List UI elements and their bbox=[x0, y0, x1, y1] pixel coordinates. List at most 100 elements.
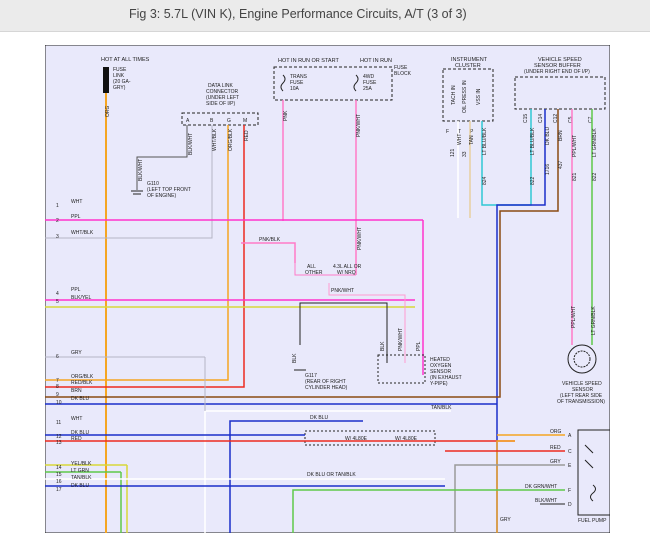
blk-g117-label: BLK bbox=[292, 353, 298, 363]
tan-blk-label: TAN/BLK bbox=[431, 405, 452, 411]
left-row-wire-label: GRY bbox=[71, 350, 82, 356]
blk-wht-right-label: BLK/WHT bbox=[535, 498, 557, 504]
dlc-label-4: SIDE OF I/P) bbox=[206, 101, 236, 107]
left-row-wire-label: RED/BLK bbox=[71, 380, 93, 386]
hot-in-run-label: HOT IN RUN bbox=[360, 58, 392, 64]
fuse-link-label: FUSE bbox=[113, 67, 127, 73]
trans-fuse-label: TRANS bbox=[290, 74, 308, 80]
left-row-wire-label: BRN bbox=[71, 388, 82, 394]
fuel-pump-relay-symbol bbox=[584, 444, 596, 502]
ic-pin-t: T bbox=[458, 129, 461, 135]
c437-label: 437 bbox=[558, 160, 564, 169]
dlc-pin-m: M bbox=[243, 118, 247, 124]
dlc-pin-b: B bbox=[210, 118, 214, 124]
ic-vss-pin: VSS IN bbox=[476, 88, 482, 105]
w480e-label-2: W/ 4L80E bbox=[395, 436, 418, 442]
fp-pin-f: F bbox=[568, 488, 571, 494]
dk-blu-top-wire bbox=[496, 109, 546, 533]
blk-o2-label: BLK bbox=[380, 341, 386, 351]
g110-label-2: (LEFT TOP FRONT bbox=[147, 187, 191, 193]
left-row-number: 17 bbox=[56, 487, 62, 493]
brn-top-wire bbox=[45, 109, 559, 398]
left-row-wire-label: PPL bbox=[71, 287, 81, 293]
left-row-wire-label: LT GRN bbox=[71, 468, 89, 474]
pnk-wht-2-label: PNK/WHT bbox=[331, 288, 354, 294]
pnk-branch-wire bbox=[294, 263, 356, 276]
gry-right-label: GRY bbox=[550, 459, 561, 465]
fuse-block-label: FUSE bbox=[394, 65, 408, 71]
g117-label: G117 bbox=[305, 373, 317, 379]
left-row-wire-label: BLK/YEL bbox=[71, 295, 92, 301]
instrument-cluster-label: INSTRUMENT bbox=[451, 57, 488, 63]
left-row-number: 14 bbox=[56, 465, 62, 471]
ho2s-label-5: Y-PIPE) bbox=[430, 381, 448, 387]
left-row-number: 5 bbox=[56, 299, 59, 305]
org-blk-dlc-label: ORG/BLK bbox=[228, 128, 234, 151]
4wd-fuse-symbol bbox=[353, 74, 359, 92]
left-row-wire-label: YEL/BLK bbox=[71, 461, 92, 467]
instrument-cluster-label-2: CLUSTER bbox=[455, 63, 481, 69]
gry-bottom-label: GRY bbox=[500, 517, 511, 523]
left-row-number: 6 bbox=[56, 354, 59, 360]
ho2s-label: HEATED bbox=[430, 357, 450, 363]
left-row-wire-label: TAN/BLK bbox=[71, 475, 92, 481]
fuse-link-symbol bbox=[103, 67, 109, 93]
pnk-blk-mid-label: PNK/BLK bbox=[259, 237, 281, 243]
g117-label-2: (REAR OF RIGHT bbox=[305, 379, 346, 385]
lt-blu-blk-label-2: LT BLU/BLK bbox=[530, 127, 536, 155]
vss-label-2: SENSOR bbox=[572, 387, 594, 393]
brn-top-label: BRN bbox=[558, 130, 564, 141]
fuse-link-label-2: LINK bbox=[113, 73, 125, 79]
vb-pin-c15: C15 bbox=[523, 114, 529, 123]
left-row-number: 13 bbox=[56, 440, 62, 446]
blk-wht-dlc-wire bbox=[136, 125, 188, 190]
vb-pin-c5: C5 bbox=[568, 116, 574, 123]
c121-label: 121 bbox=[450, 148, 456, 157]
lt-grn-blk-vss-label: LT GRN/BLK bbox=[591, 306, 597, 335]
vss-buffer-box bbox=[514, 76, 606, 110]
dlc-label-3: (UNDER LEFT bbox=[206, 95, 239, 101]
left-row-number: 9 bbox=[56, 392, 59, 398]
dk-grn-wht-label: DK GRN/WHT bbox=[525, 484, 557, 490]
ho2s-box bbox=[377, 354, 426, 384]
w480e-label: W/ 4L80E bbox=[345, 436, 368, 442]
c821-label: 821 bbox=[572, 172, 578, 181]
ic-pin-f: F bbox=[446, 129, 449, 135]
ppl-o2-label: PPL bbox=[416, 341, 422, 351]
vss-sensor-coil bbox=[573, 350, 591, 368]
left-row-number: 15 bbox=[56, 472, 62, 478]
left-row-number: 8 bbox=[56, 384, 59, 390]
ic-oilpress-pin: OIL PRESS IN bbox=[462, 80, 468, 113]
dk-blu-mid-label: DK BLU bbox=[310, 415, 328, 421]
wiring-diagram: HOT AT ALL TIMES FUSE LINK (20 GA- GRY) … bbox=[44, 44, 611, 534]
g110-label: G110 bbox=[147, 181, 159, 187]
left-row-wire-label: PPL bbox=[71, 214, 81, 220]
org-feed-label: ORG bbox=[105, 106, 111, 118]
blk-wht-dlc-label: BLK/WHT bbox=[188, 133, 194, 155]
dlc-label: DATA LINK bbox=[208, 83, 233, 89]
red-dlc-label: RED bbox=[244, 130, 250, 141]
vss-label-3: (LEFT REAR SIDE bbox=[560, 393, 603, 399]
pnk-wht-top-label: PNK/WHT bbox=[356, 114, 362, 137]
left-row-wire-label: RED bbox=[71, 436, 82, 442]
fuse-link-label-3: (20 GA- bbox=[113, 79, 131, 85]
fuse-block-label-2: BLOCK bbox=[394, 71, 412, 77]
vb-pin-c12: C12 bbox=[553, 114, 559, 123]
fuse-block-box bbox=[273, 66, 393, 101]
page-title: Fig 3: 5.7L (VIN K), Engine Performance … bbox=[129, 7, 467, 21]
ppl-wht-vss-label: PPL/WHT bbox=[571, 306, 577, 328]
vss-label: VEHICLE SPEED bbox=[562, 381, 602, 387]
dlc-pin-a: A bbox=[186, 118, 190, 124]
fp-pin-d: D bbox=[568, 502, 572, 508]
fp-pin-c: C bbox=[568, 449, 572, 455]
wiring-diagram-svg: HOT AT ALL TIMES FUSE LINK (20 GA- GRY) … bbox=[44, 44, 611, 534]
left-row-wire-label: WHT/BLK bbox=[71, 230, 94, 236]
left-row-number: 4 bbox=[56, 291, 59, 297]
wht-blk-dlc-label: WHT/BLK bbox=[212, 128, 218, 151]
c33-label: 33 bbox=[462, 151, 468, 157]
g110-label-3: OF ENGINE) bbox=[147, 193, 177, 199]
pnk-top-label: PNK bbox=[283, 110, 289, 121]
pnk-blk-mid-wire bbox=[241, 242, 296, 263]
dk-blu-top-label: DK BLU bbox=[545, 127, 551, 145]
left-row-wire-label: DK BLU bbox=[71, 483, 89, 489]
